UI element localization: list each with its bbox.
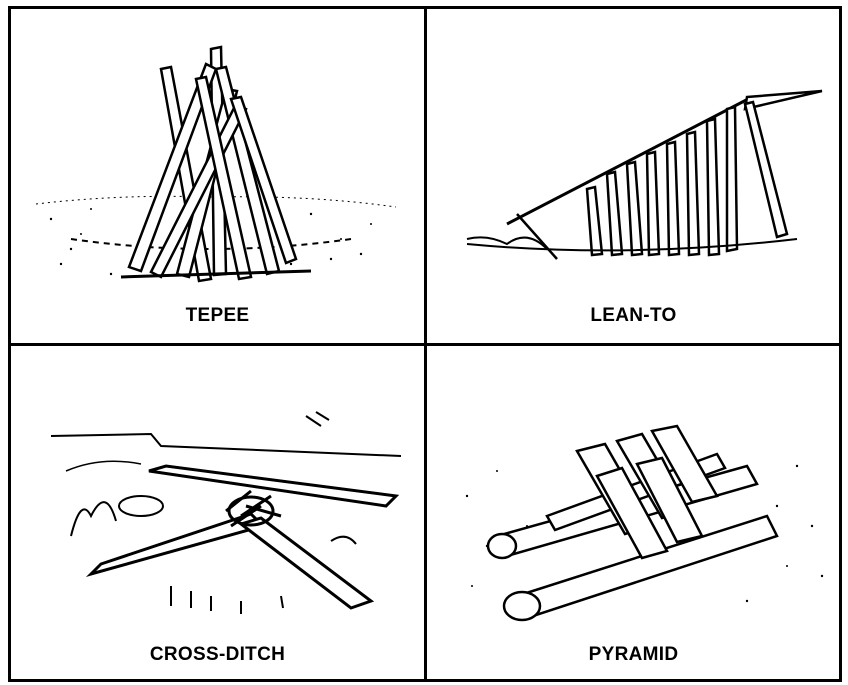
panel-lean-to: LEAN-TO (427, 9, 840, 343)
cross-ditch-illustration (11, 346, 424, 680)
tepee-illustration (11, 9, 424, 343)
label-cross-ditch: CROSS-DITCH (11, 644, 424, 666)
panel-cross-ditch: CROSS-DITCH (11, 346, 424, 680)
label-tepee: TEPEE (11, 305, 424, 327)
lean-to-illustration (427, 9, 840, 343)
panel-pyramid: PYRAMID (427, 346, 840, 680)
panel-tepee: TEPEE (11, 9, 424, 343)
label-pyramid: PYRAMID (427, 644, 840, 666)
label-lean-to: LEAN-TO (427, 305, 840, 327)
pyramid-illustration (427, 346, 840, 680)
